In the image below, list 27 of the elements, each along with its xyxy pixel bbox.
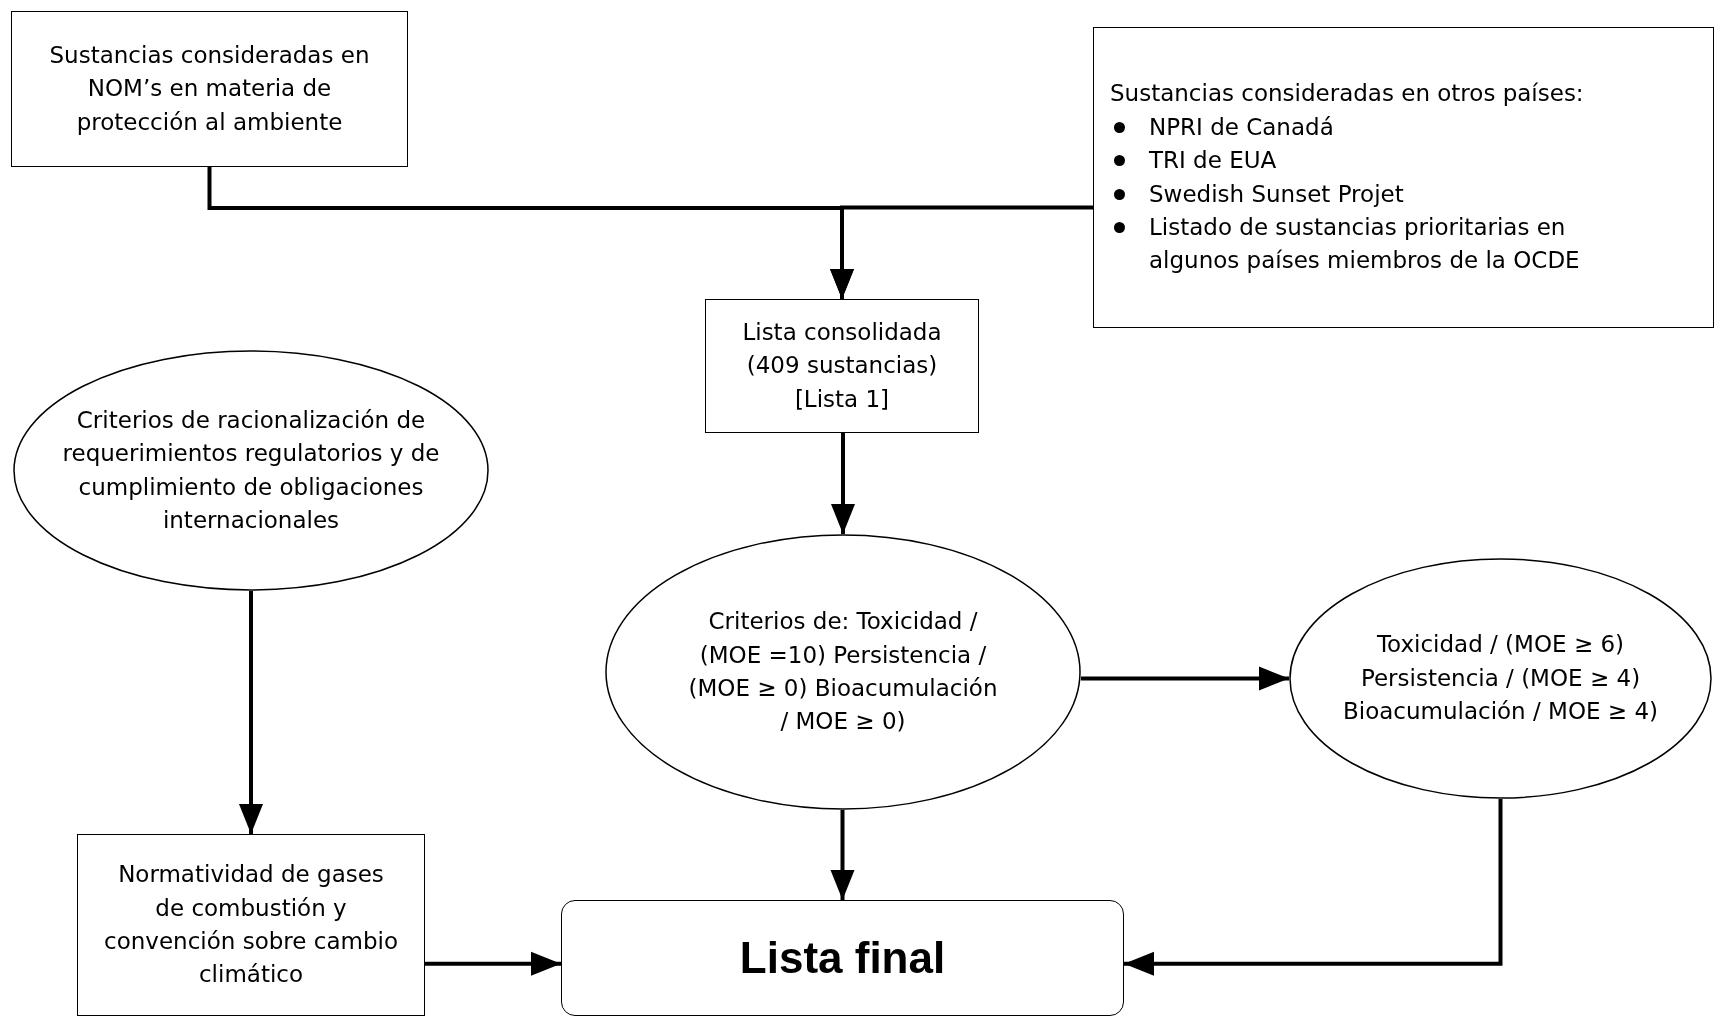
process-box: [705, 299, 979, 433]
criteria-ellipse: [13, 350, 489, 591]
process-box: [77, 834, 425, 1016]
list-box: [1093, 27, 1714, 328]
process-box: [11, 11, 408, 167]
final-title: Lista final: [739, 932, 946, 985]
arrow: [830, 810, 855, 900]
node-text: Normatividad de gases de combustión y convención sobre cambio climático: [103, 860, 399, 990]
arrow: [239, 591, 263, 834]
arrow: [1124, 799, 1503, 976]
list-item: NPRI de Canadá: [1149, 112, 1334, 142]
arrow: [1081, 666, 1289, 691]
node-text: Toxicidad / (MOE ≥ 6) Persistencia / (MOE ≥ 4) Bioacumulación / MOE ≥ 4): [1341, 630, 1660, 727]
arrow: [831, 433, 855, 534]
node-text: Sustancias consideradas en NOM’s en materia de protección al ambiente: [48, 41, 371, 137]
arrow: [830, 205, 1093, 299]
node-text: Criterios de racionalización de requerimientos regulatorios y de cumplimiento de obligaciones internacionales: [61, 405, 441, 535]
criteria-ellipse: [1289, 558, 1712, 799]
node-text: Criterios de: Toxicidad / (MOE =10) Persistencia / (MOE ≥ 0) Bioacumulación / MOE ≥ 0): [687, 607, 999, 737]
list-item: TRI de EUA: [1149, 146, 1277, 176]
list-heading: Sustancias consideradas en otros países:: [1110, 79, 1584, 109]
list-item: Listado de sustancias prioritarias en algunos países miembros de la OCDE: [1149, 212, 1581, 276]
arrow: [425, 951, 561, 976]
final-box: [561, 900, 1124, 1016]
list-item: Swedish Sunset Projet: [1149, 179, 1404, 209]
criteria-ellipse: [605, 534, 1081, 810]
node-text: Lista consolidada (409 sustancias) [Lista 1]: [741, 318, 943, 414]
